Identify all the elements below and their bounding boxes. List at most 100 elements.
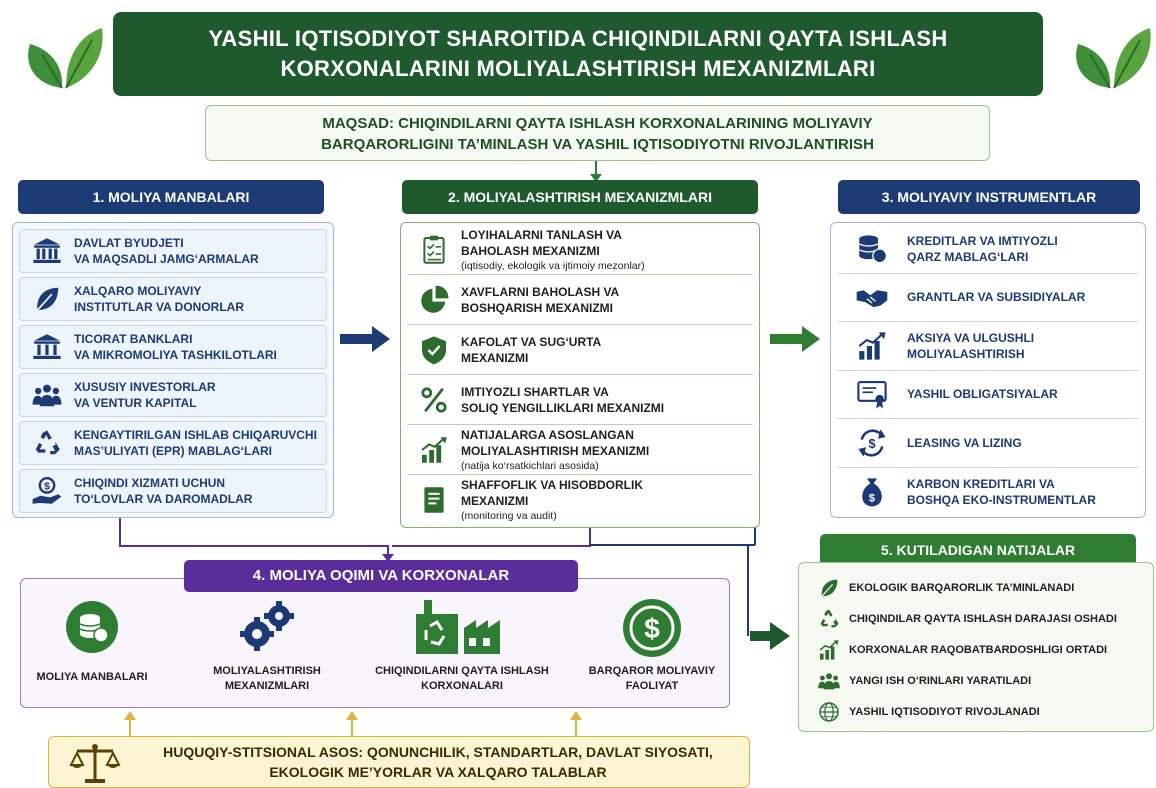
leaf-icon bbox=[809, 576, 849, 600]
growth-chart-icon bbox=[407, 434, 461, 466]
bank-icon bbox=[20, 331, 74, 363]
shield-check-icon bbox=[407, 334, 461, 366]
flow-step-line-1: CHIQINDILARNI QAYTA ISHLASH bbox=[375, 665, 549, 677]
svg-text:$: $ bbox=[869, 492, 875, 504]
instrument-item-line-1: KREDITLAR VA IMTIYOZLI bbox=[907, 233, 1058, 248]
recycle-icon bbox=[809, 607, 849, 631]
dollar-circle-icon: $ bbox=[621, 597, 683, 659]
source-item-line-2: MAS’ULIYATI (EPR) MABLAG‘LARI bbox=[74, 444, 272, 458]
mechanism-item-line-2: SOLIQ YENGILLIKLARI MEXANIZMI bbox=[461, 400, 665, 415]
source-item: $ CHIQINDI XIZMATI UCHUN TO‘LOVLAR VA DAR… bbox=[19, 469, 327, 513]
goal-box: MAQSAD: CHIQINDILARNI QAYTA ISHLASH KORX… bbox=[205, 105, 990, 161]
mechanism-item-line-2: BOSHQARISH MEXANIZMI bbox=[461, 300, 614, 315]
instrument-item-line-2: MOLIYALASHTIRISH bbox=[907, 346, 1025, 361]
source-item-line-1: DAVLAT BYUDJETI bbox=[74, 236, 184, 250]
government-building-icon bbox=[20, 235, 74, 267]
percent-icon bbox=[407, 384, 461, 416]
certificate-icon bbox=[837, 377, 907, 411]
result-item-text: YANGI ISH O‘RINLARI YARATILADI bbox=[849, 675, 1032, 687]
source-item: KENGAYTIRILGAN ISHLAB CHIQARUVCHI MAS’ULI… bbox=[19, 421, 327, 465]
mechanism-item-note: (natija ko‘rsatkichlari asosida) bbox=[461, 459, 599, 472]
result-item-text: KORXONALAR RAQOBATBARDOSHLIGI ORTADI bbox=[849, 644, 1108, 656]
people-icon bbox=[809, 669, 849, 693]
checklist-icon bbox=[407, 234, 461, 266]
result-item-text: CHIQINDILAR QAYTA ISHLASH DARAJASI OSHAD… bbox=[849, 613, 1117, 625]
flow-step-line-1: MOLIYA MANBALARI bbox=[36, 671, 148, 683]
legal-basis-box: HUQUQIY-STITSIONAL ASOS: QONUNCHILIK, ST… bbox=[48, 736, 750, 788]
investors-icon bbox=[20, 379, 74, 411]
bar-growth-icon bbox=[809, 638, 849, 662]
svg-text:$: $ bbox=[44, 481, 50, 492]
source-item: XALQARO MOLIYAVIY INSTITUTLAR VA DONORLAR bbox=[19, 277, 327, 321]
result-item: EKOLOGIK BARQARORLIK TA’MINLANADI bbox=[809, 573, 1147, 603]
sources-header: 1. MOLIYA MANBALARI bbox=[18, 180, 324, 214]
coins-stack-icon bbox=[837, 232, 907, 266]
right-leaves-icon bbox=[1070, 22, 1156, 94]
money-bag-icon: $ bbox=[837, 475, 907, 509]
mechanism-item-line-1: LOYIHALARNI TANLASH VA bbox=[461, 227, 622, 242]
result-item: CHIQINDILAR QAYTA ISHLASH DARAJASI OSHAD… bbox=[809, 604, 1147, 634]
mechanism-item-line-2: MEXANIZMI bbox=[461, 350, 529, 365]
flow-step-label: MOLIYA MANBALARI bbox=[2, 670, 182, 685]
mechanism-item-line-1: NATIJALARGA ASOSLANGAN bbox=[461, 427, 634, 442]
result-item: KORXONALAR RAQOBATBARDOSHLIGI ORTADI bbox=[809, 635, 1147, 665]
mechanism-item-line-1: XAVFLARNI BAHOLASH VA bbox=[461, 284, 620, 299]
pie-chart-icon bbox=[407, 284, 461, 316]
scales-icon bbox=[69, 741, 121, 785]
document-icon bbox=[407, 484, 461, 516]
legal-line-1: HUQUQIY-STITSIONAL ASOS: QONUNCHILIK, ST… bbox=[163, 744, 713, 760]
source-item-line-2: VA VENTUR KAPITAL bbox=[74, 396, 197, 410]
recycling-factory-icon bbox=[412, 598, 512, 656]
recycle-icon bbox=[20, 427, 74, 459]
globe-icon bbox=[809, 700, 849, 724]
mechanism-item-line-1: KAFOLAT VA SUG‘URTA bbox=[461, 334, 602, 349]
instrument-item: YASHIL OBLIGATSIYALAR bbox=[837, 371, 1139, 419]
goal-line-1: MAQSAD: CHIQINDILARNI QAYTA ISHLASH KORX… bbox=[322, 115, 873, 132]
flow-header: 4. MOLIYA OQIMI VA KORXONALAR bbox=[184, 560, 578, 592]
source-item: DAVLAT BYUDJETI VA MAQSADLI JAMG‘ARMALAR bbox=[19, 229, 327, 273]
source-item-line-2: TO‘LOVLAR VA DAROMADLAR bbox=[74, 492, 253, 506]
source-item-line-1: CHIQINDI XIZMATI UCHUN bbox=[74, 476, 226, 490]
mechanism-item-line-2: BAHOLASH MEXANIZMI bbox=[461, 243, 600, 258]
mechanism-item-line-1: SHAFFOFLIK VA HISOBDORLIK bbox=[461, 478, 643, 492]
handshake-icon bbox=[837, 280, 907, 314]
instruments-header: 3. MOLIYAVIY INSTRUMENTLAR bbox=[838, 180, 1140, 214]
instrument-item-line-1: YASHIL OBLIGATSIYALAR bbox=[907, 387, 1058, 402]
title-line-1: YASHIL IQTISODIYOT SHAROITIDA CHIQINDILA… bbox=[208, 26, 948, 51]
instrument-item-line-1: GRANTLAR VA SUBSIDIYALAR bbox=[907, 290, 1086, 305]
flow-step-line-1: BARQAROR MOLIYAVIY bbox=[588, 665, 716, 677]
results-panel: EKOLOGIK BARQARORLIK TA’MINLANADI CHIQIN… bbox=[798, 562, 1154, 732]
instrument-item-line-1: AKSIYA VA ULGUSHLI bbox=[907, 330, 1035, 345]
instrument-item-line-1: LEASING VA LIZING bbox=[907, 435, 1022, 450]
mechanism-item-note: (monitoring va audit) bbox=[461, 510, 557, 522]
results-header: 5. KUTILADIGAN NATIJALAR bbox=[820, 534, 1136, 566]
mechanism-item-line-2: MOLIYALASHTIRISH MEXANIZMI bbox=[461, 443, 650, 458]
source-item-line-1: XALQARO MOLIYAVIY bbox=[74, 284, 202, 298]
instrument-item: $ LEASING VA LIZING bbox=[837, 419, 1139, 468]
source-item-line-2: VA MAQSADLI JAMG‘ARMALAR bbox=[74, 252, 259, 266]
source-item-line-1: KENGAYTIRILGAN ISHLAB CHIQARUVCHI bbox=[74, 428, 317, 442]
instrument-item-line-2: BOSHQA EKO-INSTRUMENTLAR bbox=[907, 492, 1096, 507]
source-item-line-1: TICORAT BANKLARI bbox=[74, 332, 193, 346]
result-item: YANGI ISH O‘RINLARI YARATILADI bbox=[809, 666, 1147, 696]
source-item-line-2: INSTITUTLAR VA DONORLAR bbox=[74, 300, 244, 314]
page-title: YASHIL IQTISODIYOT SHAROITIDA CHIQINDILA… bbox=[113, 12, 1043, 96]
result-item-text: YASHIL IQTISODIYOT RIVOJLANADI bbox=[849, 706, 1040, 718]
legal-line-2: EKOLOGIK ME’YORLAR VA XALQARO TALABLAR bbox=[269, 764, 607, 780]
mechanisms-header: 2. MOLIYALASHTIRISH MEXANIZMLARI bbox=[402, 180, 758, 214]
